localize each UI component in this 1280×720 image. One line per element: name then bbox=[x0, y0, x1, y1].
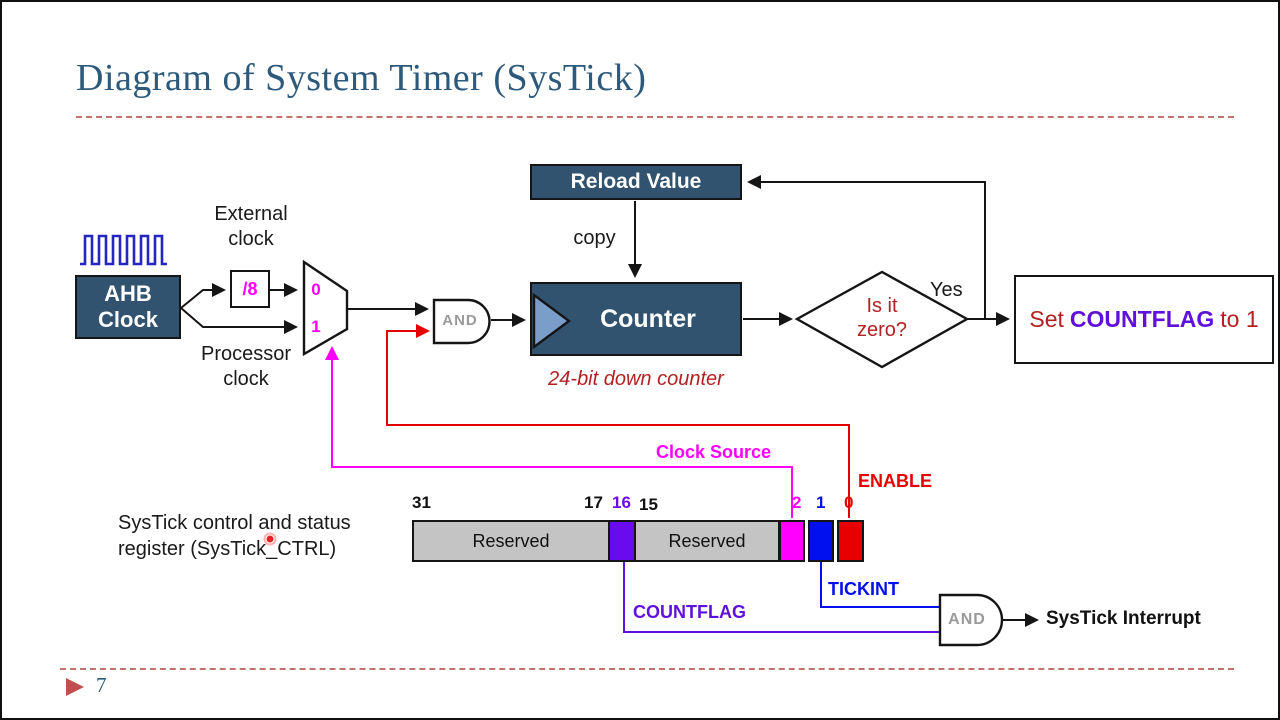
set-countflag-box: Set COUNTFLAG to 1 bbox=[1014, 275, 1274, 364]
counter-caption: 24-bit down counter bbox=[548, 368, 724, 390]
and-gate-2-label: AND bbox=[948, 611, 986, 628]
countflag-label: COUNTFLAG bbox=[633, 602, 746, 622]
laser-pointer-dot bbox=[266, 535, 274, 543]
reload-value-box: Reload Value bbox=[530, 164, 742, 200]
register-cell-countflag bbox=[608, 520, 636, 562]
copy-label: copy bbox=[573, 227, 616, 249]
enable-wire bbox=[386, 324, 850, 518]
footer-arrow-icon bbox=[66, 678, 84, 696]
bit-label-1: 1 bbox=[816, 493, 826, 512]
feedback-to-reload-line bbox=[747, 175, 986, 319]
register-cell-clocksource bbox=[779, 520, 805, 562]
bit-label-0: 0 bbox=[844, 493, 854, 512]
divide-by-8-label: /8 bbox=[242, 278, 258, 299]
yes-label: Yes bbox=[930, 279, 963, 301]
systick-interrupt-label: SysTick Interrupt bbox=[1046, 608, 1201, 629]
set-countflag-flag: COUNTFLAG bbox=[1069, 306, 1215, 332]
set-countflag-post: to 1 bbox=[1220, 306, 1259, 332]
page-number: 7 bbox=[96, 673, 107, 697]
bit-label-2: 2 bbox=[792, 493, 802, 512]
counter-box: Counter bbox=[530, 282, 742, 356]
countflag-wire bbox=[623, 562, 939, 633]
register-cell-enable bbox=[837, 520, 864, 562]
bit-label-17: 17 bbox=[584, 493, 603, 512]
clock-waveform-icon bbox=[80, 234, 167, 266]
clock-input-triangle-icon bbox=[532, 292, 572, 350]
counter-label: Counter bbox=[600, 304, 696, 333]
bit-label-31: 31 bbox=[412, 493, 431, 512]
register-cell-reserved-high: Reserved bbox=[412, 520, 610, 562]
ahb-clock-label-line1: AHB bbox=[104, 281, 152, 306]
register-cell-tickint bbox=[808, 520, 834, 562]
enable-label: ENABLE bbox=[858, 471, 933, 491]
ahb-to-div8-line bbox=[180, 283, 226, 309]
mux-shape bbox=[302, 259, 349, 357]
bit-label-16: 16 bbox=[612, 493, 631, 512]
external-clock-label: External clock bbox=[214, 203, 288, 250]
and-gate-2-shape bbox=[938, 593, 1004, 647]
ahb-clock-box: AHB Clock bbox=[75, 275, 181, 339]
tickint-label: TICKINT bbox=[828, 579, 899, 599]
set-countflag-pre: Set bbox=[1029, 306, 1064, 332]
and-gate-1-label: AND bbox=[442, 312, 478, 329]
processor-clock-label: Processor clock bbox=[200, 343, 292, 390]
mux-input-0-label: 0 bbox=[311, 280, 321, 299]
decision-label: Is it zero? bbox=[856, 295, 908, 341]
bit-label-15: 15 bbox=[639, 495, 658, 514]
reload-value-label: Reload Value bbox=[570, 170, 702, 193]
decision-diamond-shape bbox=[794, 270, 970, 369]
register-caption: SysTick control and status register (Sys… bbox=[118, 512, 351, 560]
footer-divider bbox=[60, 668, 1234, 670]
divide-by-8-box: /8 bbox=[230, 270, 270, 308]
and-gate-1-shape bbox=[432, 298, 491, 345]
mux-input-1-label: 1 bbox=[311, 317, 321, 336]
ahb-clock-label-line2: Clock bbox=[98, 307, 158, 332]
page-title: Diagram of System Timer (SysTick) bbox=[76, 57, 647, 99]
register-cell-reserved-low: Reserved bbox=[634, 520, 780, 562]
tickint-wire bbox=[820, 562, 939, 608]
title-divider bbox=[76, 116, 1234, 118]
clock-source-label: Clock Source bbox=[656, 442, 772, 462]
ahb-to-mux-line bbox=[180, 307, 298, 334]
clock-source-wire bbox=[325, 346, 793, 518]
laser-pointer-dot-ring bbox=[263, 532, 277, 546]
